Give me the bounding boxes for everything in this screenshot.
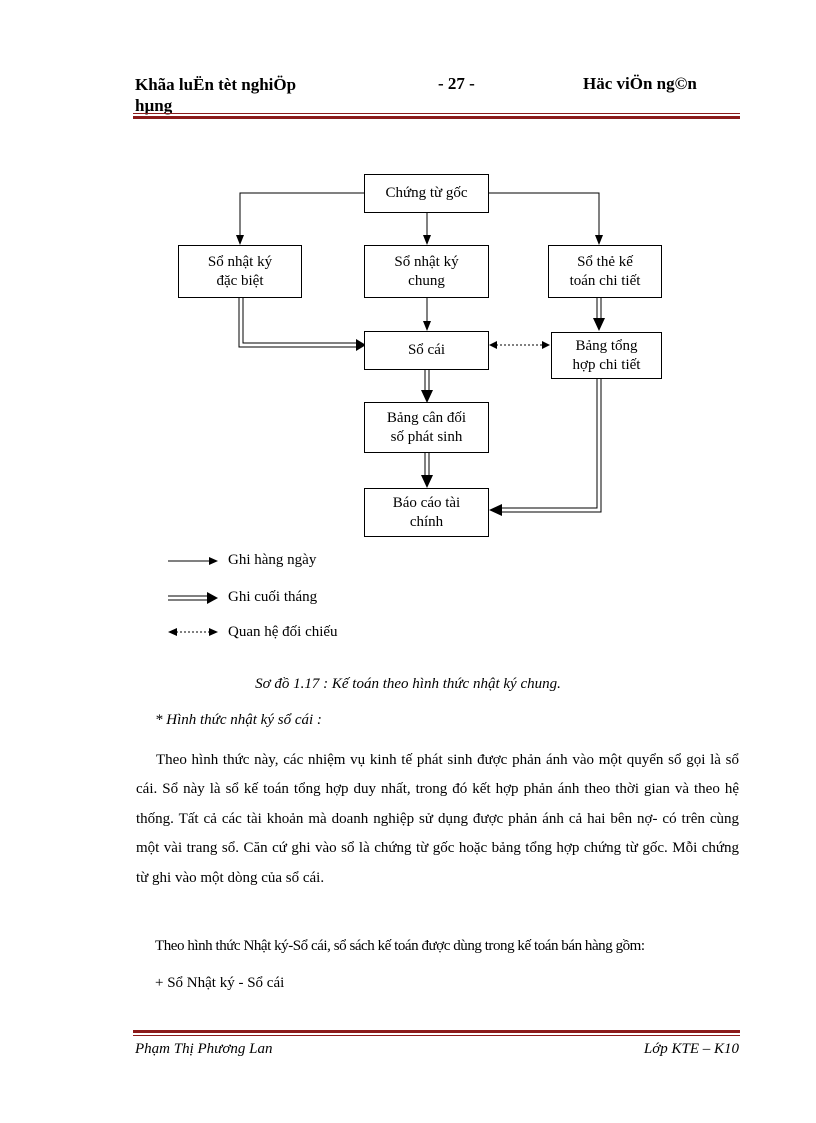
box-so-the-ke-toan-line2: toán chi tiết [569, 272, 641, 289]
header-left-line1: Khãa luËn tèt nghiÖp [135, 75, 297, 94]
box-so-nhat-ky-dac-biet-line1: Sổ nhật ký [207, 253, 273, 270]
box-chung-tu-goc: Chứng từ gốc [364, 174, 489, 213]
footer-author: Phạm Thị Phương Lan [135, 1041, 273, 1057]
header-page-number: - 27 - [438, 74, 475, 93]
box-so-nhat-ky-dac-biet: Sổ nhật ký đặc biệt [178, 245, 302, 298]
box-chung-tu-goc-label: Chứng từ gốc [385, 185, 468, 201]
body-paragraph-2: Theo hình thức Nhật ký-Sổ cái, sổ sách k… [155, 938, 645, 954]
box-bao-cao: Báo cáo tài chính [364, 488, 489, 537]
section-subheading: * Hình thức nhật ký sổ cái : [155, 712, 322, 728]
box-so-cai: Sổ cái [364, 331, 489, 370]
footer-rule-thin [133, 1035, 740, 1036]
box-bang-tong-hop-line2: hợp chi tiết [572, 356, 641, 373]
header-right: Häc viÖn ng©n [583, 74, 697, 93]
header-left: Khãa luËn tèt nghiÖp hµng [135, 74, 296, 116]
box-so-cai-label: Sổ cái [407, 342, 446, 358]
header-rule-thick [133, 116, 740, 119]
body-paragraph-1: Theo hình thức này, các nhiệm vụ kinh tế… [136, 752, 739, 886]
box-so-nhat-ky-chung: Sổ nhật ký chung [364, 245, 489, 298]
footer-class: Lớp KTE – K10 [643, 1041, 739, 1057]
box-so-nhat-ky-chung-line2: chung [408, 272, 445, 289]
box-bang-can-doi: Bảng cân đối số phát sinh [364, 402, 489, 453]
legend-daily: Ghi hàng ngày [228, 552, 317, 568]
header-rule-thin [133, 113, 740, 114]
footer-rule-thick [133, 1030, 740, 1033]
box-bao-cao-line1: Báo cáo tài [392, 494, 461, 511]
box-bang-can-doi-line2: số phát sinh [390, 428, 463, 445]
box-so-nhat-ky-chung-line1: Sổ nhật ký [394, 253, 459, 270]
box-so-nhat-ky-dac-biet-line2: đặc biệt [216, 272, 264, 289]
legend-reconcile: Quan hệ đối chiếu [228, 624, 338, 640]
box-so-the-ke-toan: Sổ thẻ kế toán chi tiết [548, 245, 662, 298]
box-bao-cao-line2: chính [409, 513, 444, 530]
figure-caption: Sơ đồ 1.17 : Kế toán theo hình thức nhật… [255, 676, 561, 692]
box-bang-tong-hop: Bảng tổng hợp chi tiết [551, 332, 662, 379]
legend-month-end: Ghi cuối tháng [228, 589, 318, 605]
box-bang-tong-hop-line1: Bảng tổng [575, 337, 638, 354]
box-bang-can-doi-line1: Bảng cân đối [386, 409, 467, 426]
box-so-the-ke-toan-line1: Sổ thẻ kế [577, 253, 633, 270]
list-item-1: + Sổ Nhật ký - Sổ cái [155, 975, 285, 991]
header-left-line2: hµng [135, 96, 173, 115]
